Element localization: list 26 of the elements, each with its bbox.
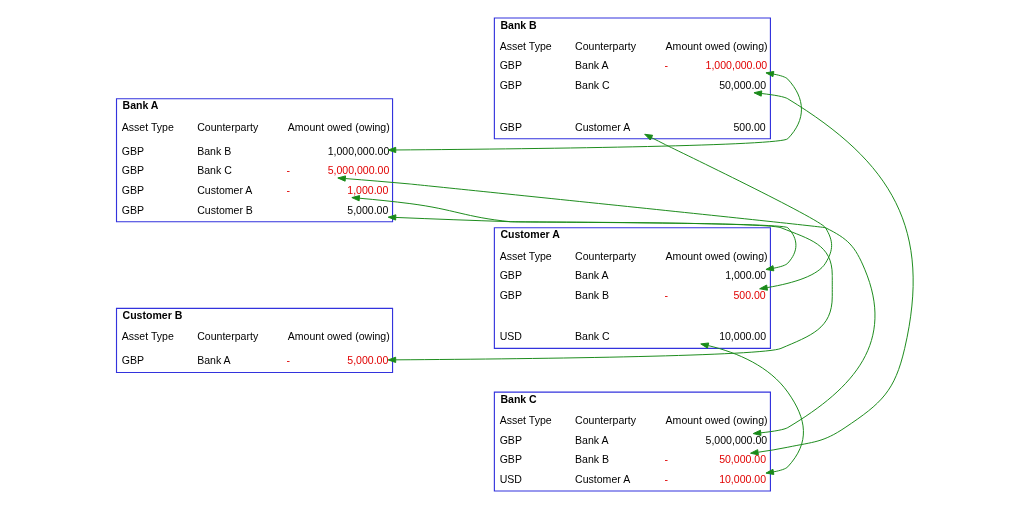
node-text: GBP Bank C - 5,000,000.00 (121, 163, 390, 176)
arrow (387, 213, 833, 363)
arrow (337, 174, 876, 436)
arrow (750, 89, 914, 455)
arrow (644, 133, 833, 291)
node-text: Asset Type Counterparty Amount owed (owing) (121, 329, 390, 342)
node-text: USD Customer A - 10,000.00 (499, 472, 767, 485)
node-text: GBP Customer A - 1,000.00 (121, 183, 389, 196)
node-text: GBP Customer B 5,000.00 (121, 203, 389, 216)
node-text: GBP Bank B - 500.00 (499, 288, 766, 301)
node-text: Asset Type Counterparty Amount owed (owing) (499, 39, 768, 52)
node-text: GBP Bank A - 1,000,000.00 (499, 58, 768, 71)
node-text: GBP Bank A 5,000,000.00 (499, 433, 768, 446)
node-text: GBP Bank B 1,000,000.00 (121, 144, 390, 157)
node-text: Asset Type Counterparty Amount owed (owing) (499, 413, 768, 426)
node-text: Asset Type Counterparty Amount owed (owing) (121, 120, 390, 133)
node-text: GBP Bank A 1,000.00 (499, 268, 767, 281)
node-text: GBP Customer A 500.00 (499, 120, 766, 133)
node-text: GBP Bank B - 50,000.00 (499, 452, 767, 465)
arrow (700, 342, 804, 475)
node-text: GBP Bank C 50,000.00 (499, 78, 767, 91)
arrow (387, 70, 802, 153)
node-text: Asset Type Counterparty Amount owed (owing) (499, 249, 768, 262)
node-text: GBP Bank A - 5,000.00 (121, 353, 389, 366)
arrow (351, 194, 797, 271)
node-text: USD Bank C 10,000.00 (499, 329, 767, 342)
